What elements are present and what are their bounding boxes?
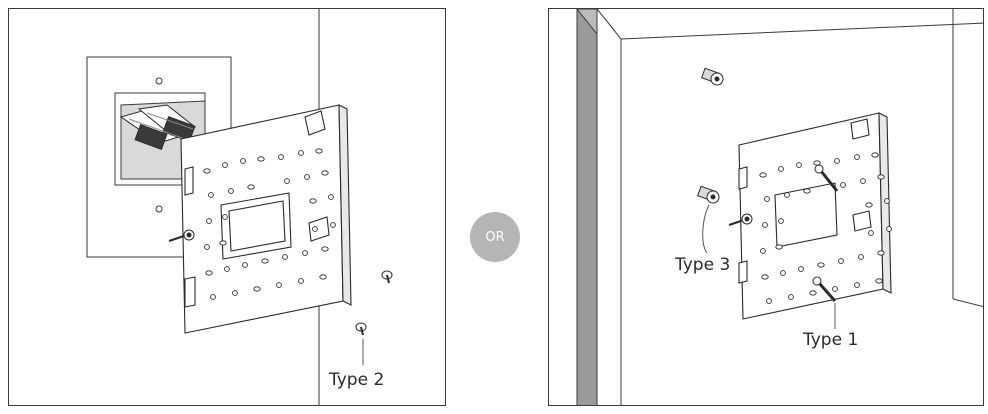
bracket-hole [860, 178, 866, 184]
bracket-hole [759, 172, 767, 178]
bracket-hole [884, 198, 890, 204]
bracket-hole [877, 174, 885, 180]
bracket-hole [798, 266, 804, 272]
bracket-hole [760, 248, 766, 254]
bracket-hole-pattern [759, 152, 892, 304]
type-1-screws [728, 164, 839, 302]
bracket-hole [840, 182, 846, 188]
wall-edge [576, 9, 598, 405]
bracket-hole [203, 168, 211, 174]
bracket-hole [222, 214, 228, 220]
bracket-hole [284, 178, 290, 184]
bracket-hole [775, 244, 783, 250]
bracket-hole [838, 258, 844, 264]
bracket-hole [224, 266, 230, 272]
bracket-hole [304, 174, 310, 180]
bracket-hole [276, 282, 282, 288]
bracket-hole [232, 290, 238, 296]
bracket-hole [247, 184, 255, 190]
cable-jacks [119, 104, 197, 150]
bracket-hole [778, 166, 784, 172]
bracket-hole [875, 278, 883, 284]
bracket-hole [784, 192, 790, 198]
bracket-hole [309, 198, 317, 204]
type-2-screws [355, 270, 393, 336]
type-1-callout: Type 1 [803, 330, 859, 350]
bracket-hole [319, 274, 327, 280]
bracket-hole [796, 162, 802, 168]
bracket-hole [312, 226, 318, 232]
bracket-hole [858, 254, 864, 260]
bracket-hole [871, 152, 879, 158]
bracket-hole [766, 298, 772, 304]
mounting-bracket [738, 112, 892, 320]
bracket-hole-pattern [203, 148, 336, 300]
bracket-hole [865, 202, 873, 208]
bracket-hole [205, 270, 213, 276]
left-installation-panel: Type 2 [8, 8, 446, 406]
bracket-hole [832, 286, 838, 292]
bracket-hole [321, 246, 329, 252]
bracket-hole [330, 222, 336, 228]
type-3-leader [702, 204, 710, 254]
bracket-hole [315, 148, 323, 154]
wall-screw-left [168, 229, 195, 242]
bracket-hole [321, 170, 329, 176]
bracket-hole [761, 274, 769, 280]
bracket-hole [282, 254, 288, 260]
bracket-hole [302, 250, 308, 256]
bracket-hole [886, 226, 892, 232]
bracket-hole [242, 262, 248, 268]
bracket-hole [762, 222, 768, 228]
right-installation-panel: Type 3 Type 1 [548, 8, 984, 406]
bracket-hole [228, 188, 234, 194]
bracket-hole [854, 282, 860, 288]
bracket-hole [817, 262, 825, 268]
bracket-hole [298, 150, 304, 156]
bracket-hole [240, 158, 246, 164]
right-illustration [576, 9, 983, 405]
type-3-anchors [697, 67, 724, 204]
bracket-hole [219, 240, 227, 246]
bracket-hole [261, 258, 269, 264]
bracket-hole [206, 218, 212, 224]
bracket-hole [803, 188, 811, 194]
bracket-hole [788, 294, 794, 300]
bracket-hole [778, 218, 784, 224]
bracket-hole [854, 154, 860, 160]
bracket-hole [208, 192, 214, 198]
bracket-hole [278, 154, 284, 160]
left-illustration [86, 9, 393, 405]
bracket-hole [764, 196, 770, 202]
bracket-hole [222, 162, 228, 168]
bracket-hole [253, 286, 261, 292]
bracket-hole [780, 270, 786, 276]
type-2-callout: Type 2 [329, 370, 385, 390]
bracket-hole [257, 156, 265, 162]
bracket-hole [877, 250, 885, 256]
mounting-bracket [180, 104, 352, 334]
type-3-callout: Type 3 [675, 255, 731, 275]
bracket-hole [298, 278, 304, 284]
bracket-hole [834, 158, 840, 164]
or-divider-badge: OR [470, 212, 520, 262]
bracket-hole [204, 244, 210, 250]
bracket-hole [868, 230, 874, 236]
bracket-hole [210, 294, 216, 300]
bracket-hole [809, 290, 817, 296]
bracket-hole [328, 194, 334, 200]
